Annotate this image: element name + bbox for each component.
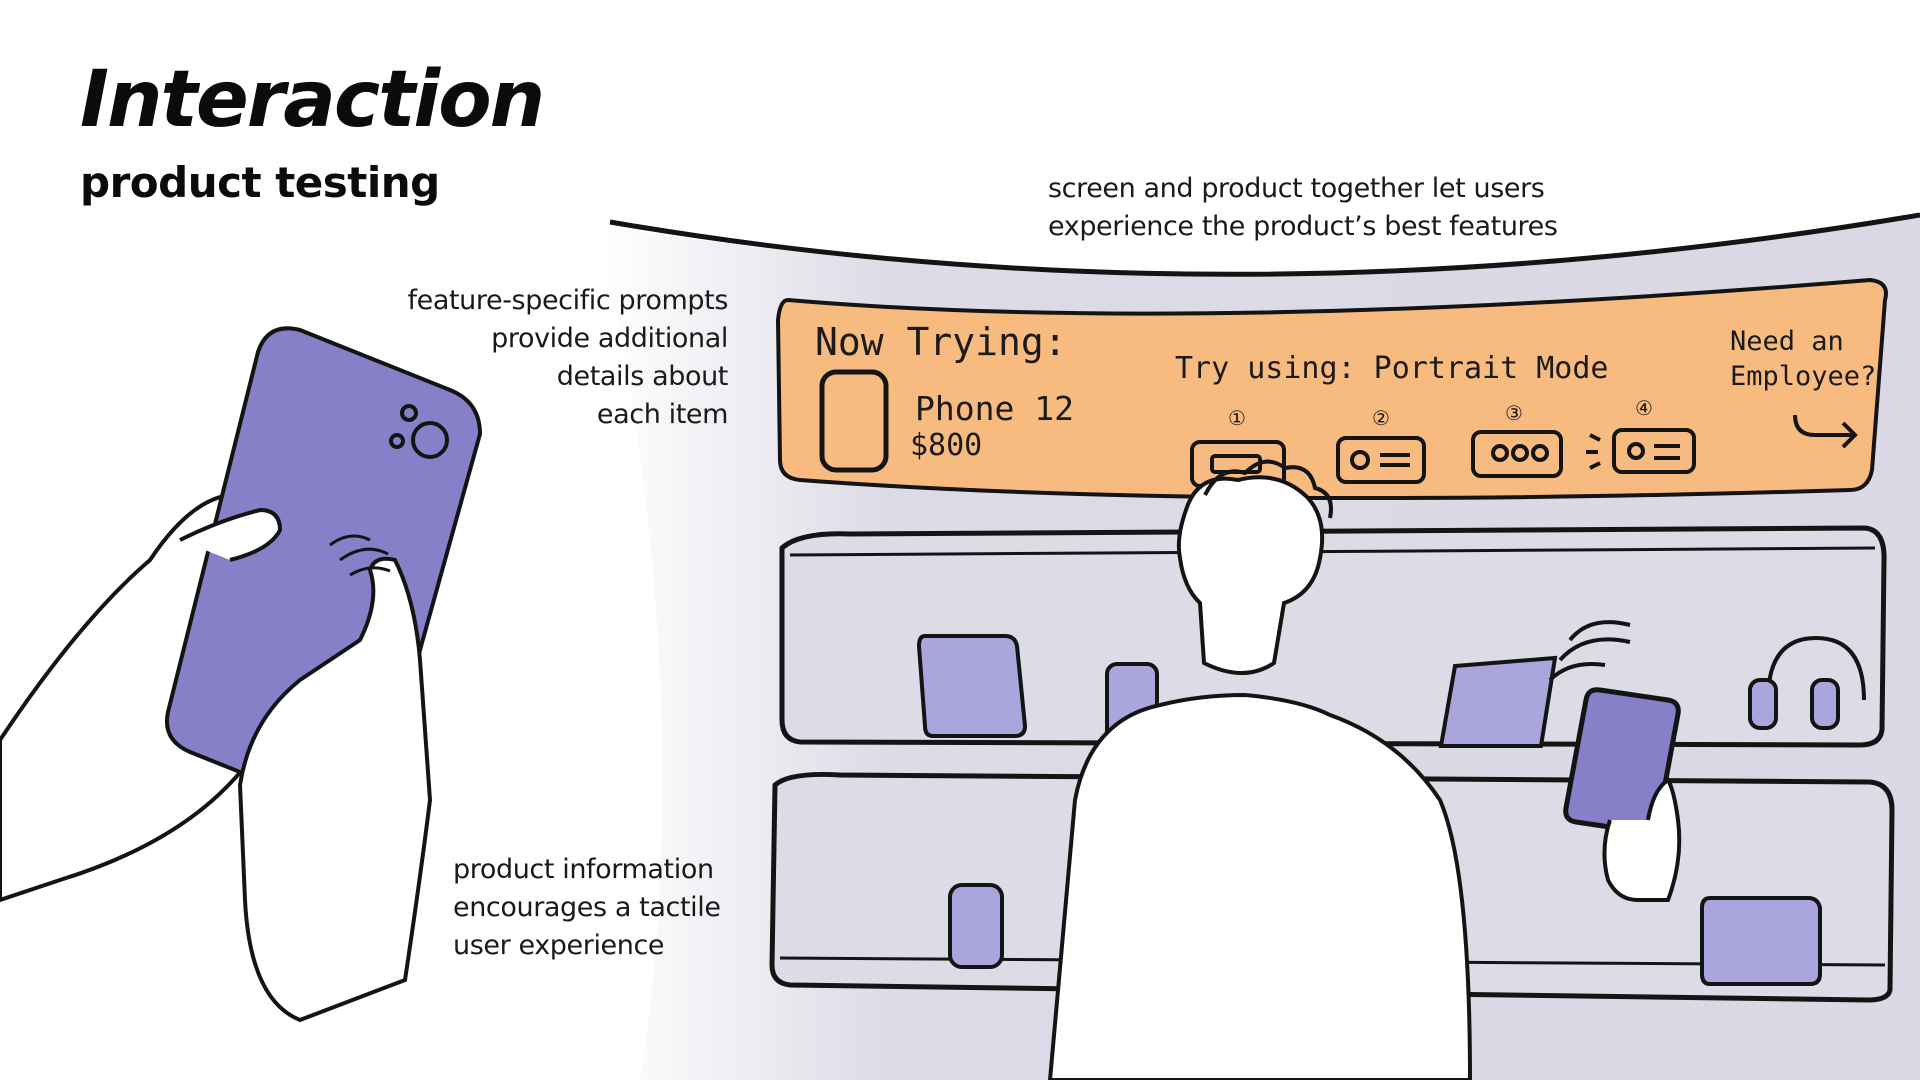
screen-annotation-line: experience the product’s best features	[1048, 211, 1558, 242]
store-display-screen: Now Trying: Phone 12 $800 Try using: Por…	[775, 277, 1888, 500]
page-title: Interaction	[80, 55, 545, 145]
headphones-product	[1748, 635, 1866, 730]
need-employee-line-1: Need an	[1730, 326, 1844, 357]
step-3-icon	[1471, 430, 1563, 478]
info-annotation-line: user experience	[453, 930, 665, 961]
speaker-product	[948, 883, 1004, 969]
held-phone	[1548, 620, 1682, 902]
now-trying-label: Now Trying:	[815, 320, 1067, 364]
shopper-body	[1047, 692, 1473, 1080]
vibration-icon	[1548, 620, 1631, 682]
product-thumbnail-icon	[819, 369, 889, 473]
step-1-label: ①	[1228, 406, 1246, 430]
arrow-icon	[1793, 414, 1858, 449]
prompts-annotation-line: each item	[596, 399, 729, 430]
step-2-icon	[1336, 436, 1426, 484]
shopper-figure	[1047, 459, 1473, 1080]
camera-icon	[389, 404, 449, 459]
need-employee-line-2: Employee?	[1730, 361, 1876, 392]
display-products	[916, 634, 1866, 986]
info-annotation: product information encourages a tactile…	[453, 851, 721, 965]
info-annotation-line: product information	[453, 854, 714, 885]
step-4-label: ④	[1635, 396, 1653, 420]
right-hand	[237, 556, 433, 1023]
step-4-icon	[1586, 428, 1696, 474]
try-using-label: Try using: Portrait Mode	[1175, 351, 1608, 386]
prompts-annotation-line: details about	[556, 361, 729, 392]
screen-annotation-line: screen and product together let users	[1048, 173, 1545, 204]
shopper-head	[1176, 475, 1325, 675]
box-product	[1700, 896, 1822, 986]
step-2-label: ②	[1372, 406, 1390, 430]
laptop-product	[1438, 655, 1558, 748]
product-name-label: Phone 12	[915, 389, 1074, 428]
tablet-product	[916, 634, 1028, 738]
motion-lines-icon	[329, 534, 391, 577]
hands-holding-phone	[0, 326, 483, 1023]
shopper-hand	[1602, 777, 1682, 902]
step-3-label: ③	[1505, 401, 1523, 425]
product-price-label: $800	[910, 428, 982, 463]
screen-annotation: screen and product together let users ex…	[1048, 170, 1558, 246]
ceiling-curve	[609, 212, 1920, 277]
prompts-annotation-line: provide additional	[491, 323, 728, 354]
info-annotation-line: encourages a tactile	[453, 892, 721, 923]
prompts-annotation-line: feature-specific prompts	[407, 285, 729, 316]
prompts-annotation: feature-specific prompts provide additio…	[407, 282, 729, 434]
page-subtitle: product testing	[80, 158, 440, 207]
